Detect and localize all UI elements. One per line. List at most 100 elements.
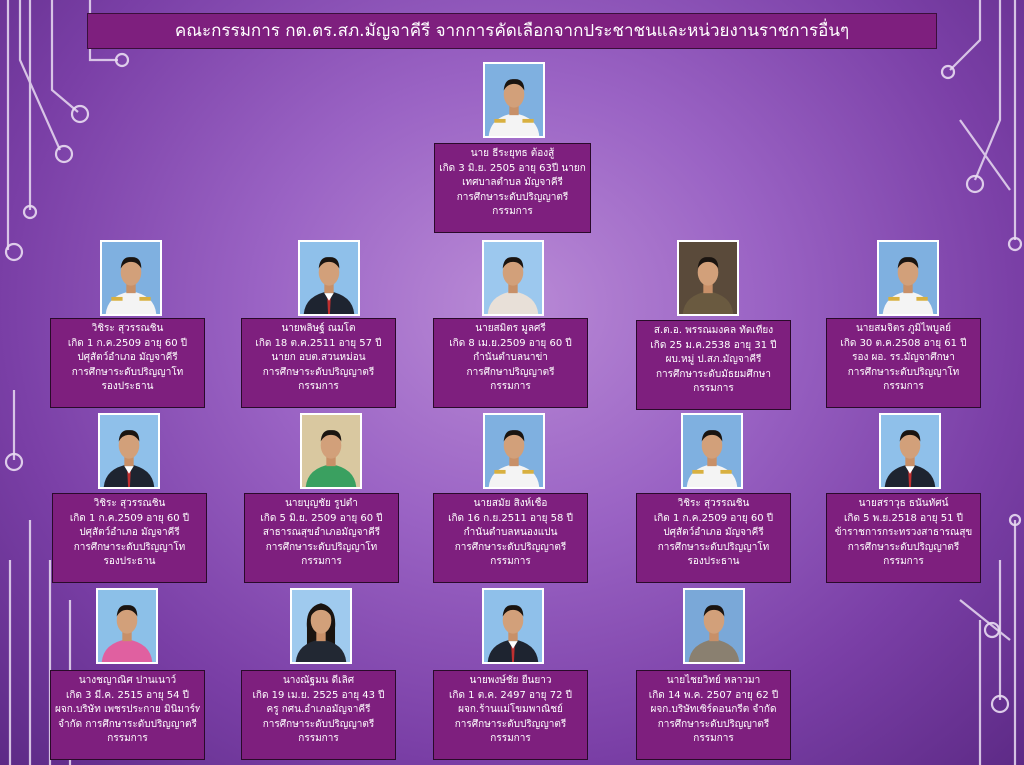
member-role: กรรมการ [490,556,531,567]
member-name: นายไชยวิทย์ หลาวมา [666,675,761,686]
member-name: ส.ต.อ. พรรณมงคล ทัดเที่ยง [653,325,774,336]
member-detail: กำนันตำบลนาข่า [473,352,548,363]
member-detail: ผจก.บริษัทเซิร์ดอนกรีต จำกัด [650,704,777,715]
member-detail: การศึกษาระดับปริญญาตรี [657,718,770,730]
member-role: กรรมการ [490,381,531,392]
member-photo-suit-photo [482,588,544,664]
member-name: วิชิระ สุวรรณชิน [677,498,750,509]
member-detail: ปศุสัตว์อำเภอ มัญจาคีรี [663,527,764,538]
member-name: นายพงษ์ชัย ยืนยาว [469,675,552,686]
member-detail: จำกัด การศึกษาระดับปริญญาตรี [58,718,197,730]
member-role: กรรมการ [298,381,339,392]
member-detail: ข้าราชการกระทรวงสาธารณสุข [834,527,973,538]
member-photo-green-photo [300,413,362,489]
member-detail: การศึกษาระดับปริญญาโท [847,366,960,378]
member-detail: การศึกษาระดับปริญญาโท [73,541,186,553]
member-detail: เกิด 1 ก.ค.2509 อายุ 60 ปี [67,337,188,349]
member-role: กรรมการ [298,733,339,744]
member-role: กรรมการ [693,733,734,744]
member-photo-suit-photo [298,240,360,316]
member-card: วิชิระ สุวรรณชินเกิด 1 ก.ค.2509 อายุ 60 … [52,493,207,583]
member-detail: การศึกษาระดับปริญญาตรี [456,191,569,203]
member-detail: เทศบาลตำบล มัญจาคีรี [462,177,563,188]
member-detail: เกิด 5 พ.ย.2518 อายุ 51 ปี [843,512,964,524]
member-role: กรรมการ [492,206,533,217]
member-photo-uniform-photo [483,413,545,489]
member-card: นายสราวุธ ธนันทัศน์เกิด 5 พ.ย.2518 อายุ … [826,493,981,583]
member-photo-shirt-photo [482,240,544,316]
member-detail: กำนันตำบลหนองแปน [463,527,558,538]
member-detail: การศึกษาระดับปริญญาตรี [262,366,375,378]
member-detail: เกิด 3 มี.ค. 2515 อายุ 54 ปี [65,689,190,701]
member-detail: เกิด 14 พ.ค. 2507 อายุ 62 ปี [648,689,779,701]
member-detail: การศึกษาระดับปริญญาโท [71,366,184,378]
member-role: กรรมการ [490,733,531,744]
member-photo-suit-photo [98,413,160,489]
member-card: ส.ต.อ. พรรณมงคล ทัดเที่ยงเกิด 25 ม.ค.253… [636,320,791,410]
member-detail: เกิด 18 ต.ค.2511 อายุ 57 ปี [255,337,382,349]
member-detail: ปศุสัตว์อำเภอ มัญจาคีรี [77,352,178,363]
member-name: นายสราวุธ ธนันทัศน์ [858,498,949,509]
member-detail: ผบ.หมู่ ป.สภ.มัญจาคีรี [665,354,762,365]
member-role: กรรมการ [883,556,924,567]
member-name: นางณัฐมน ดีเลิศ [282,675,355,686]
member-detail: ปศุสัตว์อำเภอ มัญจาคีรี [79,527,180,538]
member-detail: เกิด 30 ต.ค.2508 อายุ 61 ปี [840,337,967,349]
member-detail: ผจก.บริษัท เพชรประกาย มินิมาร์ท [55,704,200,715]
member-name: นายสมัย สิงห์เชื้อ [473,498,548,509]
member-photo-casual-photo [677,240,739,316]
member-role: กรรมการ [107,733,148,744]
member-photo-suit-photo [879,413,941,489]
member-detail: ครู กศน.อำเภอมัญจาคีรี [266,704,371,715]
member-name: นายสมจิตร ภูมิไพบูลย์ [855,323,952,334]
member-photo-uniform-photo [483,62,545,138]
member-role: รองประธาน [103,556,156,567]
member-card: นางชญาณิศ ปานเนาว์เกิด 3 มี.ค. 2515 อายุ… [50,670,205,760]
member-name: นายสมิตร มูลศรี [475,323,546,334]
member-card: นาย ธีระยุทธ ต้องสู้เกิด 3 มิ.ย. 2505 อา… [434,143,591,233]
member-name: นายพลิษฐ์ ณมโต [281,323,356,334]
member-photo-uniform-photo [681,413,743,489]
member-card: นางณัฐมน ดีเลิศเกิด 19 เม.ย. 2525 อายุ 4… [241,670,396,760]
member-photo-woman-photo [290,588,352,664]
member-detail: เกิด 19 เม.ย. 2525 อายุ 43 ปี [252,689,385,701]
member-detail: เกิด 25 ม.ค.2538 อายุ 31 ปี [650,339,777,351]
member-detail: สาธารณสุขอำเภอมัญจาคีรี [262,527,381,538]
member-detail: นายก อบต.สวนหม่อน [271,352,366,363]
member-detail: เกิด 8 เม.ย.2509 อายุ 60 ปี [449,337,572,349]
member-name: วิชิระ สุวรรณชิน [91,323,164,334]
member-card: นายพลิษฐ์ ณมโตเกิด 18 ต.ค.2511 อายุ 57 ป… [241,318,396,408]
member-detail: รอง ผอ. รร.มัญจาศึกษา [852,352,955,363]
page-title: คณะกรรมการ กต.ตร.สภ.มัญจาคีรี จากการคัดเ… [87,13,937,49]
member-role: กรรมการ [693,383,734,394]
member-photo-plaid-photo [683,588,745,664]
member-card: นายสมิตร มูลศรีเกิด 8 เม.ย.2509 อายุ 60 … [433,318,588,408]
member-photo-uniform-photo [877,240,939,316]
member-role: รองประธาน [101,381,154,392]
member-photo-uniform-photo [100,240,162,316]
member-detail: เกิด 1 ต.ค. 2497 อายุ 72 ปี [449,689,572,701]
member-detail: การศึกษาระดับมัธยมศึกษา [656,368,771,380]
member-card: วิชิระ สุวรรณชินเกิด 1 ก.ค.2509 อายุ 60 … [50,318,205,408]
member-detail: เกิด 5 มิ.ย. 2509 อายุ 60 ปี [260,512,383,524]
member-detail: การศึกษาระดับปริญญาโท [657,541,770,553]
member-role: กรรมการ [883,381,924,392]
member-detail: เกิด 1 ก.ค.2509 อายุ 60 ปี [69,512,190,524]
member-card: นายไชยวิทย์ หลาวมาเกิด 14 พ.ค. 2507 อายุ… [636,670,791,760]
member-name: นางชญาณิศ ปานเนาว์ [78,675,177,686]
member-card: นายสมจิตร ภูมิไพบูลย์เกิด 30 ต.ค.2508 อา… [826,318,981,408]
member-photo-floral-photo [96,588,158,664]
member-detail: การศึกษาระดับปริญญาโท [265,541,378,553]
member-card: นายบุญชัย รูปต่ำเกิด 5 มิ.ย. 2509 อายุ 6… [244,493,399,583]
member-detail: การศึกษาระดับปริญญาตรี [454,718,567,730]
member-detail: เกิด 16 ก.ย.2511 อายุ 58 ปี [448,512,573,524]
member-detail: การศึกษาระดับปริญญาตรี [847,541,960,553]
member-name: นายบุญชัย รูปต่ำ [285,498,358,509]
member-card: นายพงษ์ชัย ยืนยาวเกิด 1 ต.ค. 2497 อายุ 7… [433,670,588,760]
member-detail: การศึกษาปริญญาตรี [466,366,555,378]
member-card: นายสมัย สิงห์เชื้อเกิด 16 ก.ย.2511 อายุ … [433,493,588,583]
member-detail: ผจก.ร้านแม่โขมพาณิชย์ [458,704,563,715]
member-role: รองประธาน [687,556,740,567]
member-name: นาย ธีระยุทธ ต้องสู้ [470,148,555,159]
